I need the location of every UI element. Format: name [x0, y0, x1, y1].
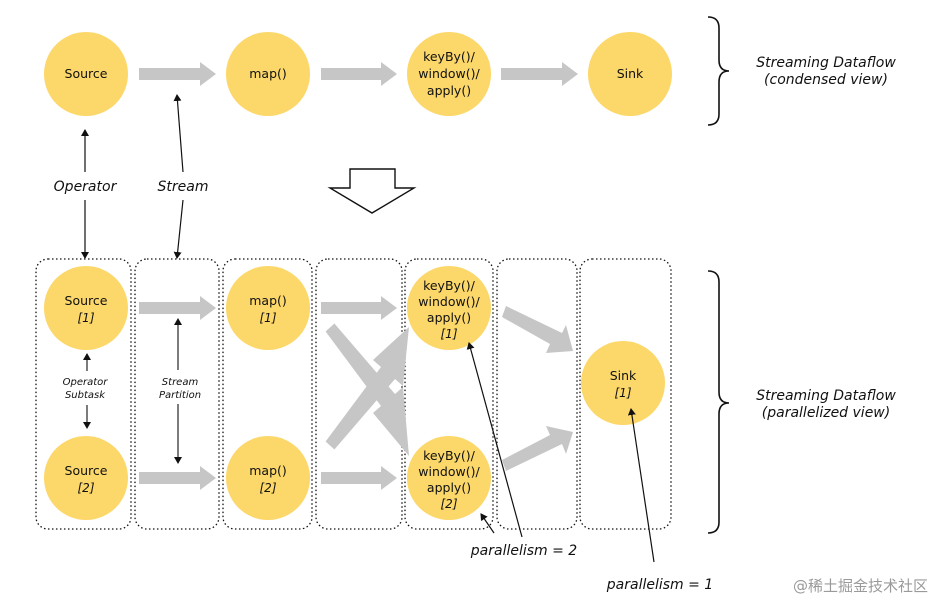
keyby-node — [407, 32, 491, 116]
keyby-label-line1: keyBy()/ — [423, 49, 476, 64]
column-stream-3 — [496, 258, 578, 530]
map-2-node — [226, 436, 310, 520]
transform-down-arrow — [327, 168, 417, 214]
sink-label: Sink — [617, 66, 644, 81]
sink-1-index: [1] — [615, 386, 632, 400]
keyby-1-index: [1] — [441, 327, 458, 341]
sink-1-node — [581, 341, 665, 425]
column-stream-1 — [134, 258, 220, 530]
source-1-label: Source — [65, 293, 108, 308]
sink-1-label: Sink — [610, 368, 637, 383]
stream-arrow — [321, 62, 397, 86]
column-sink — [579, 258, 672, 530]
condensed-view: Source map() keyBy()/ window()/ apply() … — [44, 16, 896, 126]
keyby-2-node — [407, 436, 491, 520]
map-node — [226, 32, 310, 116]
map-label: map() — [249, 66, 287, 81]
source-2-node — [44, 436, 128, 520]
source-1-node — [44, 266, 128, 350]
map-1-label: map() — [249, 293, 287, 308]
source-2-index: [2] — [78, 481, 95, 495]
stream-arrow — [501, 62, 578, 86]
map-1-index: [1] — [260, 311, 277, 325]
keyby-1-line2: window()/ — [418, 294, 480, 309]
stream-arrow-map2-key2 — [321, 466, 397, 490]
sink-node — [588, 32, 672, 116]
condensed-label-line2: (condensed view) — [764, 72, 888, 88]
parallelism-2-pointer-b — [480, 513, 495, 534]
column-source — [35, 258, 132, 530]
map-1-node — [226, 266, 310, 350]
condensed-label-line1: Streaming Dataflow — [756, 55, 896, 71]
source-2-label: Source — [65, 463, 108, 478]
stream-partition-line2: Partition — [159, 390, 201, 401]
parallelism-1-pointer — [627, 408, 655, 563]
keyby-1-node — [407, 266, 491, 350]
source-1-index: [1] — [78, 311, 95, 325]
keyby-2-line3: apply() — [427, 480, 471, 495]
keyby-2-line2: window()/ — [418, 464, 480, 479]
keyby-label-line3: apply() — [427, 83, 471, 98]
map-2-label: map() — [249, 463, 287, 478]
parallel-label-line1: Streaming Dataflow — [756, 388, 896, 404]
operator-label: Operator — [54, 179, 118, 195]
column-stream-2 — [315, 258, 403, 530]
operator-subtask-line1: Operator — [63, 377, 109, 388]
stream-arrow-source2-map2 — [139, 466, 216, 490]
keyby-2-index: [2] — [441, 497, 458, 511]
stream-arrow-key2-sink — [502, 426, 573, 471]
stream-pointer-down — [173, 199, 184, 259]
parallel-brace — [707, 270, 730, 534]
stream-arrow-map2-key1 — [325, 327, 409, 450]
keyby-1-line1: keyBy()/ — [423, 278, 476, 293]
parallel-view: Source [1] Source [2] map() [1] map() [2… — [35, 258, 896, 593]
parallel-label-line2: (parallelized view) — [762, 405, 890, 421]
stream-arrow — [139, 62, 216, 86]
keyby-label-line2: window()/ — [418, 66, 480, 81]
stream-arrow-key1-sink — [502, 306, 573, 353]
condensed-brace — [707, 16, 730, 126]
operator-subtask-line2: Subtask — [65, 390, 106, 401]
map-2-index: [2] — [260, 481, 277, 495]
parallelism-2-label: parallelism = 2 — [470, 543, 578, 559]
annotations: Operator Stream — [54, 94, 417, 259]
column-keyby — [404, 258, 494, 530]
stream-arrow-map1-key1 — [321, 296, 397, 320]
keyby-2-line1: keyBy()/ — [423, 448, 476, 463]
parallelism-2-pointer-a — [466, 342, 523, 538]
stream-arrow-source1-map1 — [139, 296, 216, 320]
parallelism-1-label: parallelism = 1 — [606, 577, 713, 593]
watermark: @稀土掘金技术社区 — [793, 577, 928, 595]
source-node — [44, 32, 128, 116]
column-map — [222, 258, 313, 530]
stream-partition-line1: Stream — [162, 377, 199, 388]
keyby-1-line3: apply() — [427, 310, 471, 325]
stream-arrow-map1-key2 — [325, 323, 409, 456]
stream-label: Stream — [158, 179, 209, 195]
source-label: Source — [65, 66, 108, 81]
stream-pointer-up — [173, 94, 184, 173]
